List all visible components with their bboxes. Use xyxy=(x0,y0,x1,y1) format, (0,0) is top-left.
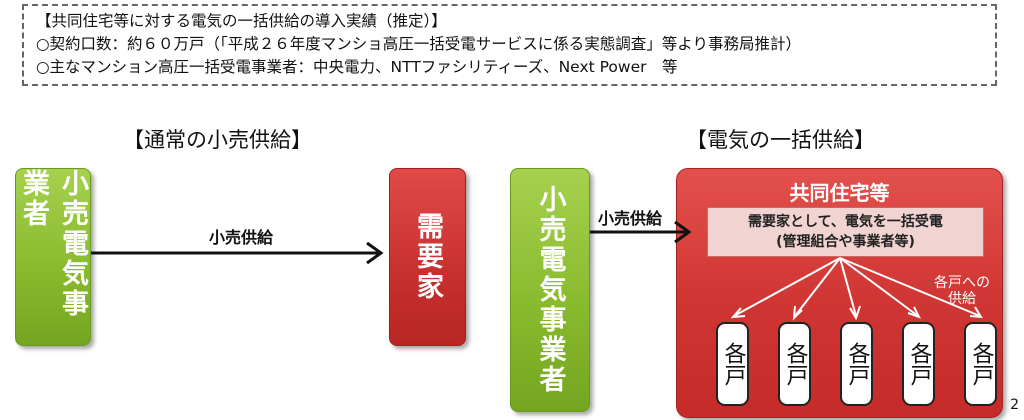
notice-heading: 【共同住宅等に対する電気の一括供給の導入実績（推定）】 xyxy=(36,12,447,30)
dwelling-unit: 各戸 xyxy=(902,322,935,406)
dwelling-unit-label: 各戸 xyxy=(844,342,870,386)
unit-supply-note-line1: 各戸への xyxy=(934,275,990,291)
notice-contract-count: ○契約口数：約６０万戸（「平成２６年度マンショ高圧一括受電サービスに係る実態調査… xyxy=(36,35,801,53)
bulk-receiver-line2: (管理組合や事業者等) xyxy=(776,234,915,250)
dwelling-unit-label: 各戸 xyxy=(906,342,932,386)
consumer-label: 需要家 xyxy=(412,212,443,302)
retail-supplier-label-right: 小売電気事業者 xyxy=(534,185,566,395)
retail-supply-label-right: 小売供給 xyxy=(598,209,663,228)
bulk-receiver-box: 需要家として、電気を一括受電 (管理組合や事業者等) xyxy=(707,207,984,257)
consumer-box: 需要家 xyxy=(389,168,466,346)
normal-retail-title: 【通常の小売供給】 xyxy=(123,128,312,152)
notice-main-providers: ○主なマンション高圧一括受電事業者：中央電力、NTTファシリティーズ、Next … xyxy=(36,58,678,76)
retail-supplier-label-left: 小売電気事業者 xyxy=(18,169,88,319)
dwelling-unit-label: 各戸 xyxy=(782,342,808,386)
dwelling-unit-label: 各戸 xyxy=(720,342,746,386)
dwelling-unit-label: 各戸 xyxy=(968,342,994,386)
retail-supply-label-left: 小売供給 xyxy=(209,228,274,247)
housing-complex-title: 共同住宅等 xyxy=(789,181,890,205)
unit-supply-note-line2: 供給 xyxy=(948,291,976,307)
bulk-supply-title: 【電気の一括供給】 xyxy=(686,128,875,152)
retail-supplier-box-left: 小売電気事業者 xyxy=(15,168,91,346)
dwelling-unit: 各戸 xyxy=(964,322,997,406)
dwelling-unit: 各戸 xyxy=(716,322,749,406)
housing-complex-box: 共同住宅等 需要家として、電気を一括受電 (管理組合や事業者等) 各戸への 供給… xyxy=(676,168,1003,418)
notice-box: 【共同住宅等に対する電気の一括供給の導入実績（推定）】 ○契約口数：約６０万戸（… xyxy=(22,4,997,86)
retail-supplier-box-right: 小売電気事業者 xyxy=(510,168,590,412)
bulk-receiver-line1: 需要家として、電気を一括受電 xyxy=(748,214,943,230)
dwelling-unit: 各戸 xyxy=(778,322,811,406)
page-number: 2 xyxy=(1010,397,1019,413)
unit-supply-note: 各戸への 供給 xyxy=(934,275,990,307)
dwelling-unit: 各戸 xyxy=(840,322,873,406)
